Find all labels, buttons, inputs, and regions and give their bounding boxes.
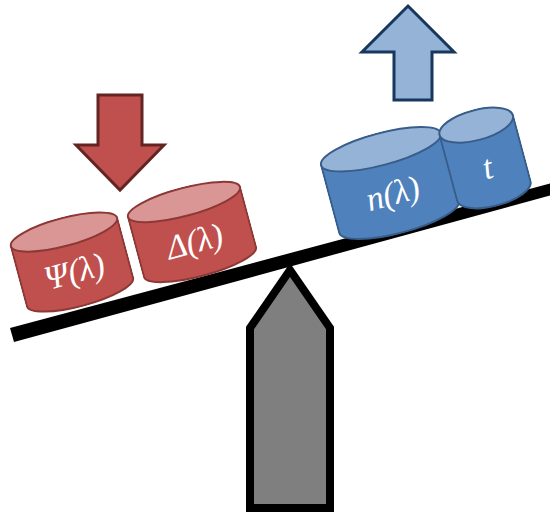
down-arrow	[76, 95, 164, 190]
up-arrow	[362, 6, 454, 100]
fulcrum	[250, 270, 330, 508]
